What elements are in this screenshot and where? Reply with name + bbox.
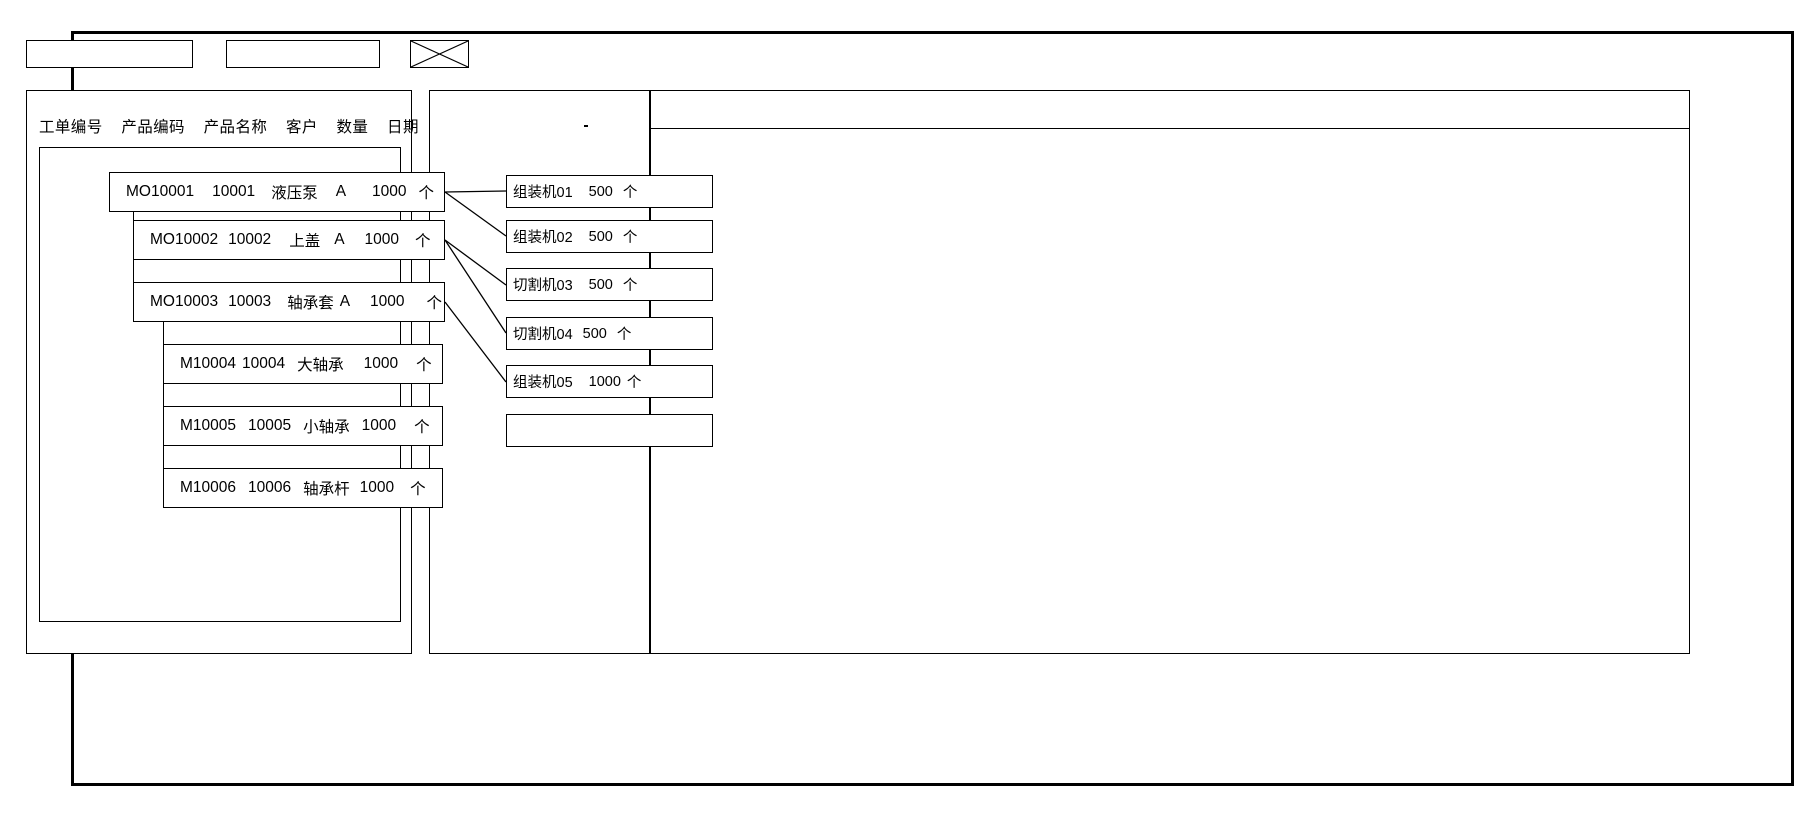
list-item[interactable]: 切割机03 500 个 <box>506 268 713 301</box>
detail-panel-header-divider <box>651 128 1689 129</box>
row-order-no: MO10003 <box>150 293 219 310</box>
work-order-tree-container <box>39 147 401 622</box>
machine-qty: 500 <box>588 228 613 245</box>
toolbar-input-1[interactable] <box>26 40 193 68</box>
table-row[interactable]: MO10001 10001 液压泵 A 1000 个 <box>109 172 445 212</box>
row-product-name: 轴承杆 <box>303 481 350 498</box>
column-header-date: 日期 <box>387 119 419 136</box>
column-header-order-no: 工单编号 <box>39 119 103 136</box>
row-qty: 1000 <box>370 293 405 310</box>
detail-panel <box>650 90 1690 654</box>
column-header-product-code: 产品编码 <box>121 119 185 136</box>
list-item[interactable]: 切割机04 500 个 <box>506 317 713 350</box>
machine-unit: 个 <box>622 185 638 201</box>
row-product-name: 上盖 <box>289 233 321 250</box>
row-product-name: 液压泵 <box>271 185 318 202</box>
machine-name: 切割机04 <box>513 327 573 343</box>
row-product-name: 小轴承 <box>303 419 350 436</box>
row-product-code: 10001 <box>212 183 256 200</box>
row-product-code: 10004 <box>242 355 286 372</box>
machine-qty: 500 <box>588 183 613 200</box>
row-product-code: 10003 <box>228 293 272 310</box>
row-unit: 个 <box>418 185 435 202</box>
row-unit: 个 <box>410 481 426 498</box>
row-order-no: M10006 <box>180 479 237 496</box>
tree-connector-trunk-2 <box>163 320 165 489</box>
row-qty: 1000 <box>363 355 399 372</box>
row-product-code: 10005 <box>248 417 292 434</box>
row-qty: 1000 <box>372 183 407 200</box>
table-row[interactable]: MO10002 10002 上盖 A 1000 个 <box>133 220 445 260</box>
row-qty: 1000 <box>359 479 395 496</box>
toolbar-input-2[interactable] <box>226 40 380 68</box>
machine-name: 组装机02 <box>513 230 573 246</box>
machine-unit: 个 <box>622 278 638 294</box>
machine-name: 组装机01 <box>513 185 573 201</box>
column-header-customer: 客户 <box>285 119 318 136</box>
row-unit: 个 <box>414 419 430 436</box>
column-header-product-name: 产品名称 <box>203 119 268 136</box>
dispatch-panel-marker <box>584 125 588 127</box>
machine-empty-slot[interactable] <box>506 414 713 447</box>
row-qty: 1000 <box>364 231 400 248</box>
image-placeholder-icon[interactable] <box>410 40 469 68</box>
row-order-no: MO10002 <box>150 231 219 248</box>
row-customer: A <box>335 183 347 200</box>
machine-unit: 个 <box>616 327 632 343</box>
machine-name: 切割机03 <box>513 278 573 294</box>
row-order-no: M10004 <box>180 355 237 372</box>
table-row[interactable]: M10006 10006 轴承杆 1000 个 <box>163 468 443 508</box>
row-order-no: M10005 <box>180 417 237 434</box>
work-order-column-headers: 工单编号 产品编码 产品名称 客户 数量 日期 <box>39 115 419 137</box>
row-qty: 1000 <box>361 417 397 434</box>
row-customer: A <box>334 231 345 248</box>
list-item[interactable]: 组装机02 500 个 <box>506 220 713 253</box>
machine-unit: 个 <box>626 375 642 391</box>
row-order-no: MO10001 <box>126 183 195 200</box>
row-unit: 个 <box>415 233 431 250</box>
machine-qty: 1000 <box>588 373 621 390</box>
row-unit: 个 <box>416 357 432 374</box>
row-product-code: 10006 <box>248 479 292 496</box>
column-header-qty: 数量 <box>336 119 369 136</box>
list-item[interactable]: 组装机01 500 个 <box>506 175 713 208</box>
list-item[interactable]: 组装机05 1000 个 <box>506 365 713 398</box>
machine-unit: 个 <box>622 230 638 246</box>
row-unit: 个 <box>426 295 443 312</box>
machine-qty: 500 <box>588 276 613 293</box>
row-customer: A <box>339 293 351 310</box>
machine-qty: 500 <box>582 325 607 342</box>
machine-name: 组装机05 <box>513 375 573 391</box>
row-product-name: 轴承套 <box>287 295 334 312</box>
table-row[interactable]: M10005 10005 小轴承 1000 个 <box>163 406 443 446</box>
row-product-name: 大轴承 <box>297 357 344 374</box>
table-row[interactable]: M10004 10004 大轴承 1000 个 <box>163 344 443 384</box>
row-product-code: 10002 <box>228 231 272 248</box>
table-row[interactable]: MO10003 10003 轴承套 A 1000 个 <box>133 282 445 322</box>
